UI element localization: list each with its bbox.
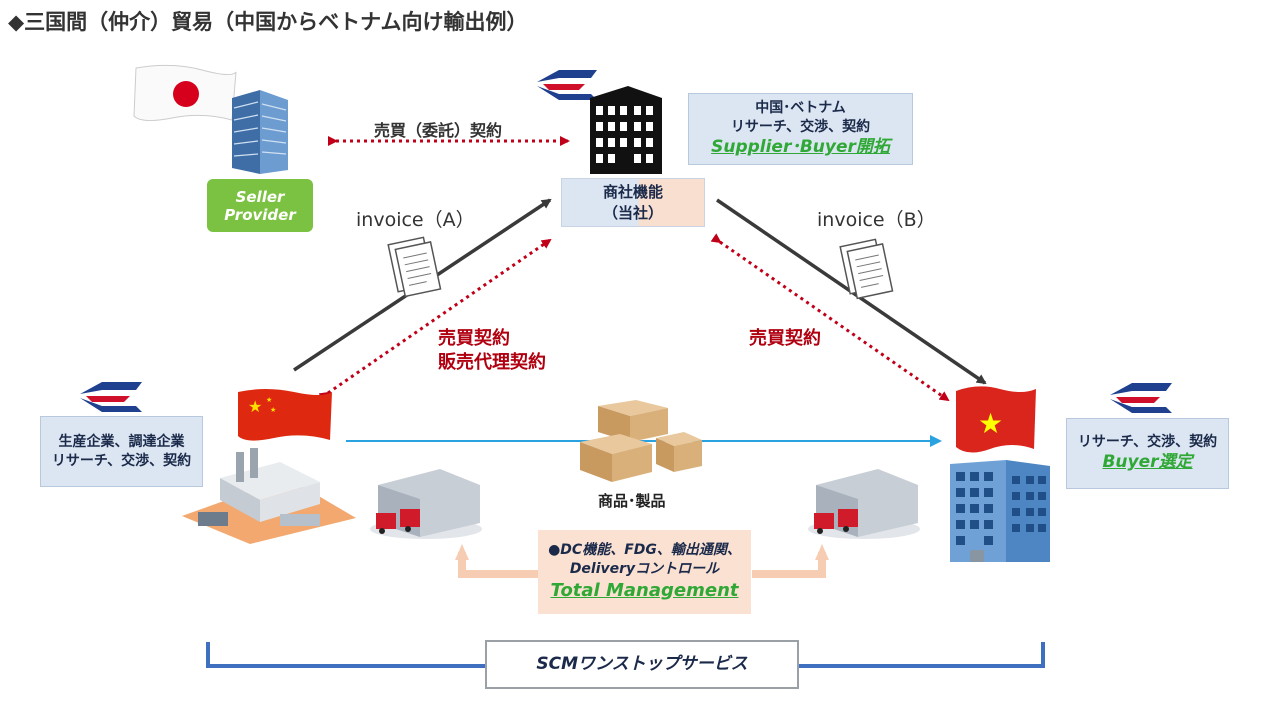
contract-top-label: 売買（委託）契約 (374, 121, 503, 140)
note-line-1: 中国･ベトナム (755, 99, 846, 116)
buyer-building-icon (950, 460, 1050, 562)
left-contract-label: 売買契約 販売代理契約 (438, 327, 546, 376)
seller-provider-box: Seller Provider (207, 179, 313, 232)
seller-label-2: Provider (224, 205, 296, 224)
vietnam-flag-icon: ★ (956, 386, 1036, 453)
invoice-a-label: invoice（A） (356, 209, 475, 231)
left-contract-line-2: 販売代理契約 (438, 352, 546, 374)
contract-arrow-right (710, 233, 950, 402)
japan-flag-icon (133, 64, 237, 122)
svg-text:★: ★ (978, 407, 1003, 440)
factory-icon (182, 448, 356, 544)
dc-line-1: ●DC機能、FDG、輸出通関、 (548, 541, 741, 558)
note-highlight: Supplier･Buyer開拓 (711, 137, 890, 158)
producer-line-1: 生産企業、調達企業 (58, 433, 185, 450)
buyer-highlight: Buyer選定 (1102, 452, 1193, 473)
trading-building-icon (590, 86, 662, 174)
seller-building-icon (232, 90, 288, 174)
svg-text:★: ★ (270, 406, 276, 414)
dc-arrow-left (455, 544, 538, 578)
left-contract-line-1: 売買契約 (438, 328, 510, 349)
china-flag-icon: ★ ★ ★ (238, 389, 332, 441)
contract-arrow-left (318, 238, 552, 402)
trading-label-1: 商社機能 (602, 183, 663, 202)
dc-function-box: ●DC機能、FDG、輸出通関、 Deliveryコントロール Total Man… (538, 530, 751, 614)
invoice-document-icon (387, 236, 442, 298)
producer-line-2: リサーチ、交渉、契約 (51, 452, 192, 469)
trading-label-2: （当社） (602, 203, 663, 222)
note-line-2: リサーチ、交渉、契約 (730, 118, 871, 135)
dc-arrow-right (752, 544, 829, 578)
page-title: ◆三国間（仲介）貿易（中国からベトナム向け輸出例） (8, 10, 528, 34)
producer-box: 生産企業、調達企業 リサーチ、交渉、契約 (40, 416, 203, 487)
trading-function-box: 商社機能 （当社） (561, 178, 705, 227)
dc-line-2: Deliveryコントロール (569, 560, 720, 577)
warehouse-left-icon (370, 469, 482, 539)
company-logo-right-icon (1110, 383, 1172, 413)
goods-label: 商品･製品 (598, 492, 666, 510)
company-logo-left-icon (80, 382, 142, 412)
seller-label-1: Seller (235, 187, 285, 206)
company-logo-icon (537, 70, 597, 100)
warehouse-right-icon (808, 469, 920, 539)
scm-label: SCMワンストップサービス (536, 654, 748, 675)
dc-highlight: Total Management (550, 579, 739, 601)
svg-text:★: ★ (248, 397, 262, 416)
research-note-box: 中国･ベトナム リサーチ、交渉、契約 Supplier･Buyer開拓 (688, 93, 913, 165)
invoice-document-right-icon (839, 238, 894, 300)
invoice-b-label: invoice（B） (817, 209, 936, 231)
right-contract-label: 売買契約 (749, 328, 821, 349)
buyer-box: リサーチ、交渉、契約 Buyer選定 (1066, 418, 1229, 489)
cardboard-boxes-icon (580, 400, 702, 482)
svg-text:★: ★ (266, 396, 272, 404)
buyer-line-1: リサーチ、交渉、契約 (1077, 433, 1218, 450)
scm-bracket (206, 642, 1045, 668)
scm-service-box: SCMワンストップサービス (485, 640, 799, 689)
